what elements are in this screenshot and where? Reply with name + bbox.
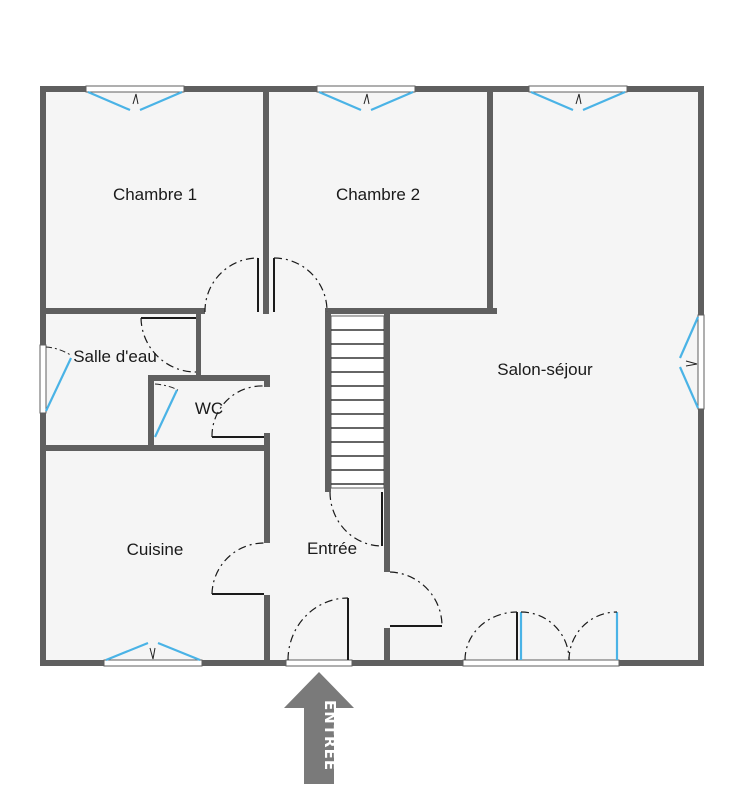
staircase bbox=[330, 315, 385, 489]
wall-stair-west bbox=[325, 314, 331, 492]
wall-wc-north bbox=[148, 375, 270, 381]
window-wc bbox=[154, 383, 179, 438]
door-cuisine[interactable] bbox=[211, 542, 265, 595]
label-salon: Salon-séjour bbox=[497, 360, 593, 379]
wall-wc-west bbox=[148, 375, 154, 447]
door-salle-eau[interactable] bbox=[140, 317, 197, 373]
wall-south bbox=[40, 660, 704, 666]
window-opening-chambre2 bbox=[316, 85, 416, 93]
wall-chambre1-south bbox=[40, 308, 205, 314]
window-opening-salle-eau bbox=[39, 344, 47, 414]
windows bbox=[45, 90, 700, 662]
window-opening-cuisine bbox=[103, 659, 203, 667]
wall-cuisine-north bbox=[40, 445, 270, 451]
door-opening-entree bbox=[285, 659, 353, 667]
staircase-steps bbox=[331, 329, 384, 485]
arrow-up-icon bbox=[284, 672, 354, 784]
door-salon-west[interactable] bbox=[389, 571, 443, 627]
french-door-salon bbox=[519, 612, 619, 660]
label-entree: Entrée bbox=[307, 539, 357, 558]
wall-wc-east-bottom bbox=[264, 433, 270, 451]
window-chambre2 bbox=[318, 90, 414, 112]
door-opening-salon-south bbox=[462, 659, 620, 667]
wall-salle-eau-east bbox=[196, 314, 201, 376]
wall-cuisine-east-top bbox=[264, 445, 270, 543]
wall-stair-east bbox=[384, 314, 390, 492]
wall-salon-west-mid bbox=[384, 492, 390, 572]
entrance-arrow-label: ENTRÉE bbox=[321, 700, 340, 771]
window-salon-east bbox=[678, 316, 700, 409]
wall-wc-east-top bbox=[264, 375, 270, 387]
entrance-arrow: ENTRÉE bbox=[284, 672, 354, 784]
label-cuisine: Cuisine bbox=[127, 540, 184, 559]
door-chambre1[interactable] bbox=[204, 257, 259, 313]
window-opening-chambre1 bbox=[85, 85, 185, 93]
window-salle-eau bbox=[45, 346, 73, 412]
wall-chambre1-chambre2 bbox=[263, 90, 269, 314]
wall-chambre2-salon bbox=[487, 90, 493, 314]
label-salle-eau: Salle d'eau bbox=[73, 347, 157, 366]
staircase-body bbox=[330, 315, 385, 489]
label-wc: WC bbox=[195, 399, 223, 418]
wall-salon-north bbox=[387, 308, 497, 314]
room-labels: Chambre 1 Chambre 2 Salon-séjour Salle d… bbox=[73, 185, 593, 559]
window-chambre1 bbox=[87, 90, 183, 112]
window-opening-salon-east bbox=[697, 314, 705, 410]
label-chambre2: Chambre 2 bbox=[336, 185, 420, 204]
door-wc[interactable] bbox=[211, 385, 265, 438]
label-chambre1: Chambre 1 bbox=[113, 185, 197, 204]
wall-cuisine-east-bottom bbox=[264, 595, 270, 665]
door-salon-south-left[interactable] bbox=[464, 611, 518, 661]
door-entree[interactable] bbox=[287, 597, 349, 661]
window-opening-salon bbox=[528, 85, 628, 93]
wall-salon-west-bottom bbox=[384, 628, 390, 666]
window-cuisine bbox=[105, 641, 201, 662]
window-salon-north bbox=[530, 90, 626, 112]
door-chambre2[interactable] bbox=[273, 257, 328, 313]
door-under-stair[interactable] bbox=[329, 491, 383, 547]
door-salon-south-french[interactable] bbox=[520, 611, 618, 661]
doors bbox=[140, 257, 618, 661]
openings bbox=[39, 85, 705, 667]
